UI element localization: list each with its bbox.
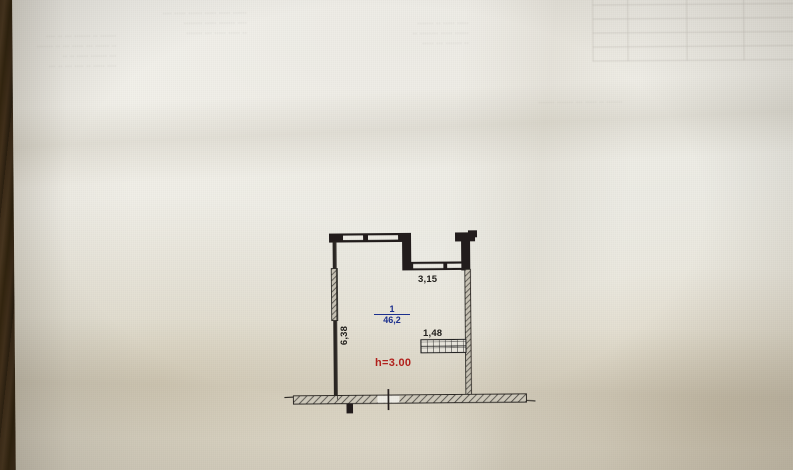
dimension-label-6-38: 6,38 — [339, 325, 351, 346]
ceiling-height-label: h=3.00 — [375, 357, 412, 369]
right-wall — [464, 268, 472, 398]
top-wall-right-run — [402, 261, 471, 271]
dimension-label-3-15: 3,15 — [418, 274, 438, 285]
room-area: 46,2 — [374, 314, 410, 325]
top-wall-step — [401, 232, 412, 270]
top-wall-left-run — [328, 232, 412, 243]
dimension-label-1-48: 1,48 — [423, 328, 443, 339]
top-right-corner-wall — [454, 230, 478, 271]
room-number-and-area: 1 46,2 — [374, 304, 410, 325]
bottom-corridor-wall — [284, 389, 536, 414]
room-number: 1 — [389, 304, 395, 314]
